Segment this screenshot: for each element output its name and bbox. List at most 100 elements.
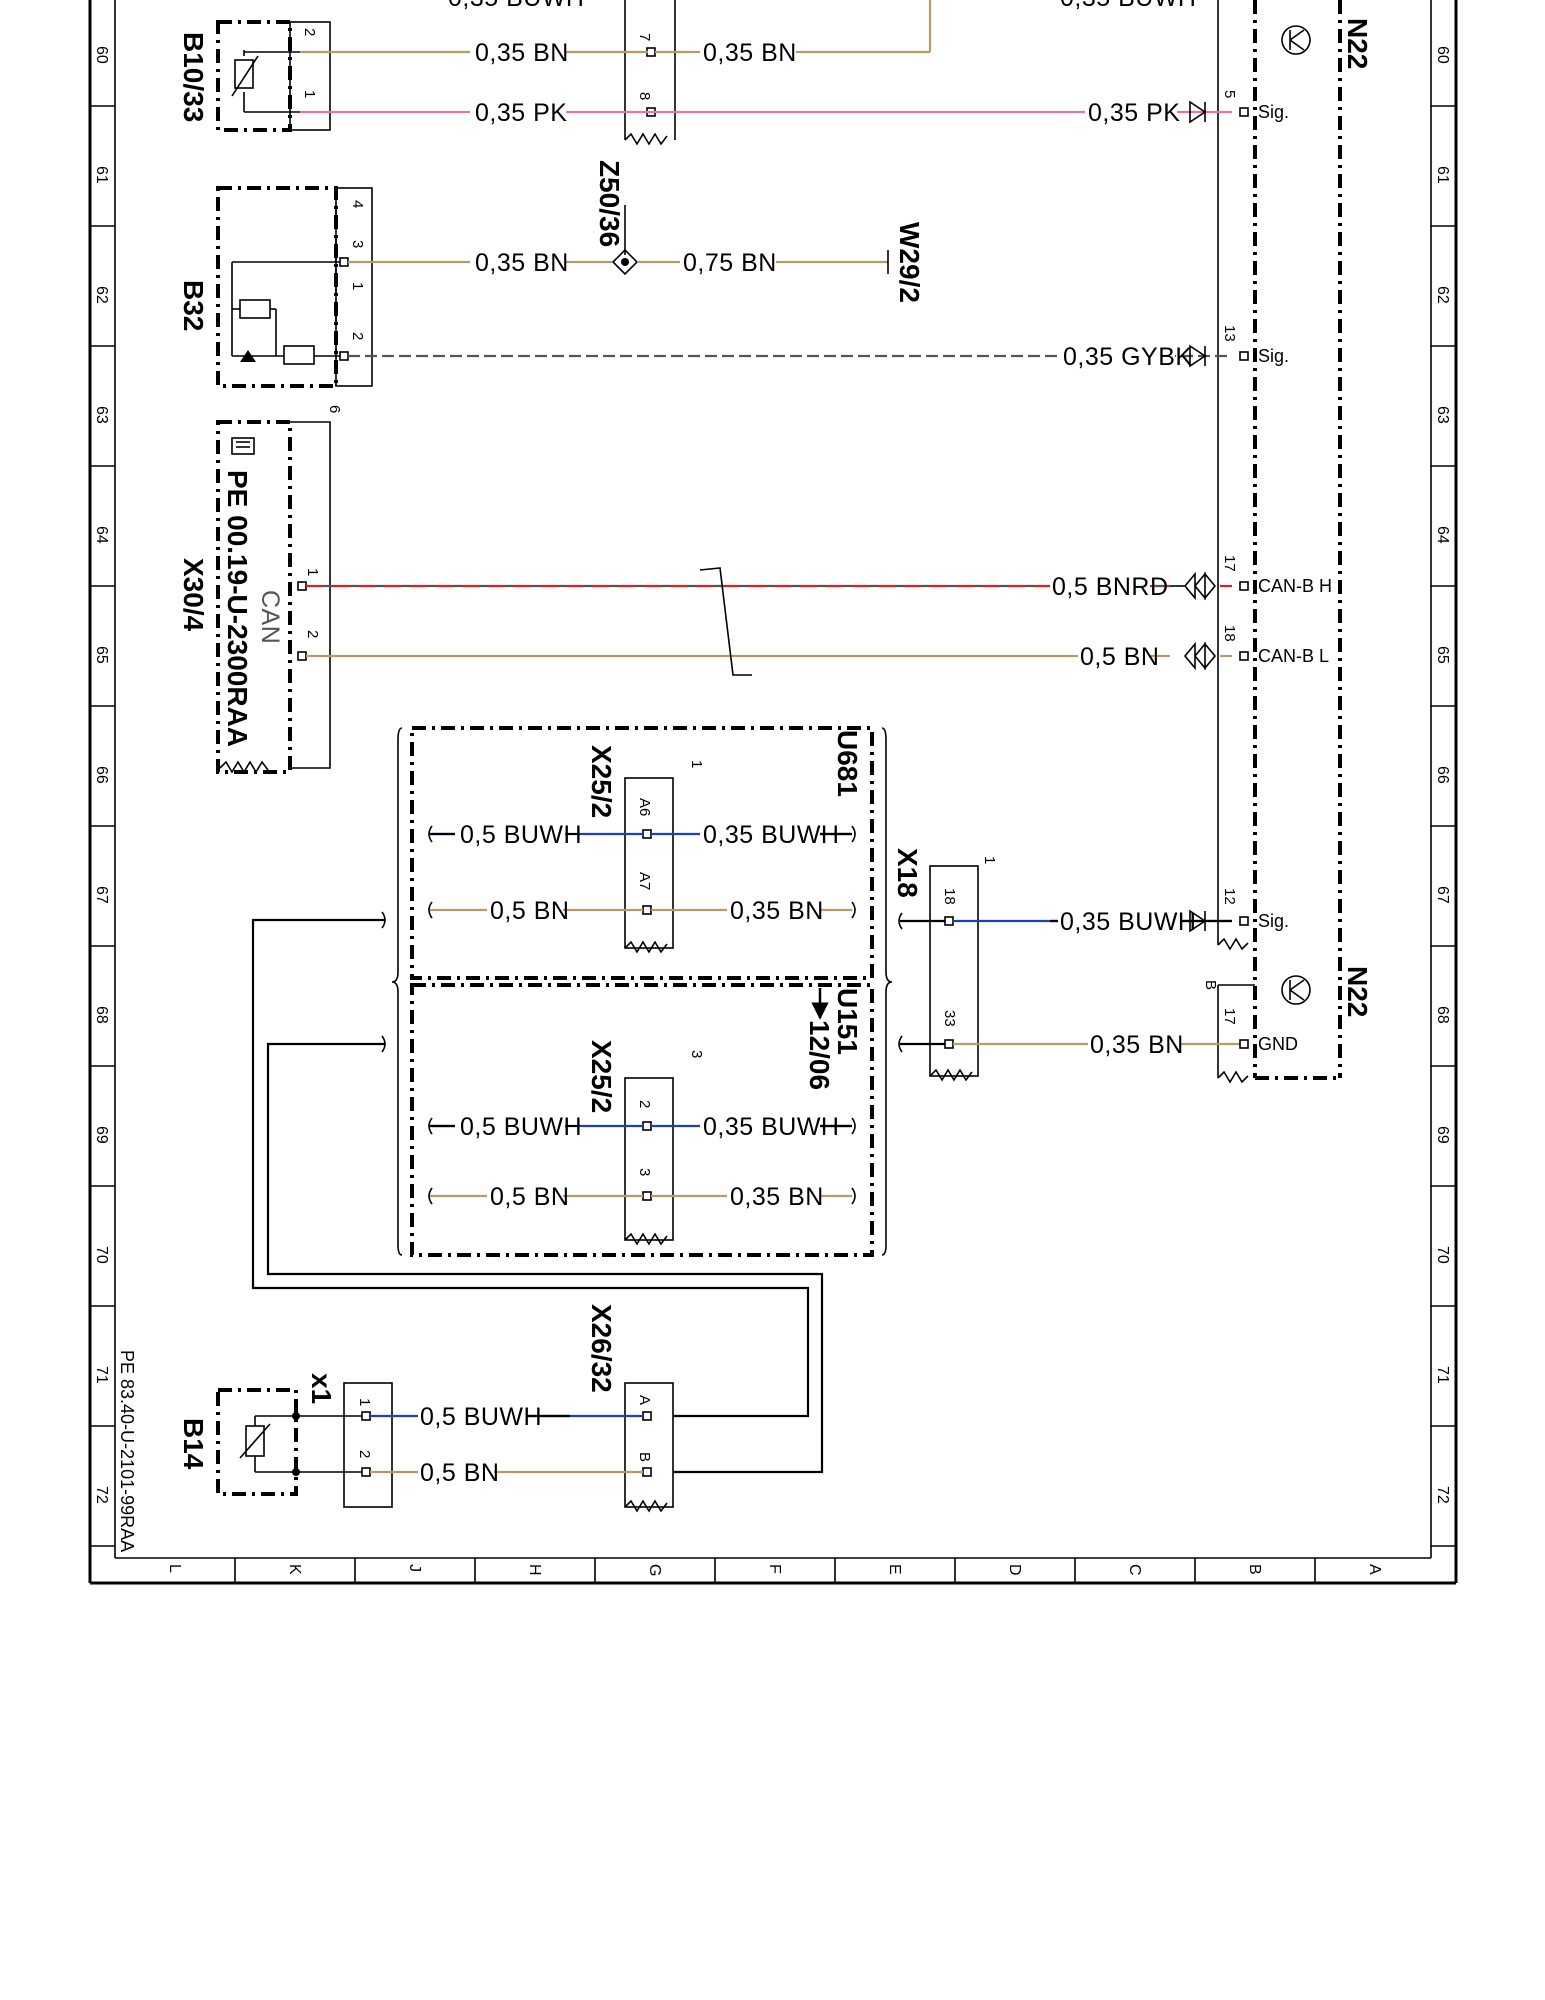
signal-label: Sig. [1258,102,1289,122]
pin-number: 1 [301,90,318,98]
component-u681: U681 [832,730,863,797]
row-number: 62 [1434,286,1451,304]
can-label: CAN [256,590,284,644]
pin-number: A6 [636,798,653,816]
column-letter: L [166,1564,183,1573]
row-number: 71 [93,1366,110,1384]
wire-label: 0,35 BUWH [1060,0,1196,12]
row-number: 66 [1434,766,1451,784]
pin-number: 2 [301,28,318,36]
row-number: 72 [1434,1486,1451,1504]
b32-sensor: 4 3 1 2 B32 [178,186,373,388]
pin-number: 1 [981,856,998,864]
signal-label: Sig. [1258,911,1289,931]
n22-module: N22 N22 B [1202,0,1373,1084]
wire-label: 0,35 PK [1088,99,1180,127]
component-n22: N22 [1342,18,1373,69]
wire-label: 0,5 BN [490,897,569,925]
column-letter: A [1366,1564,1383,1575]
x30-4-connector: 6 1 2 CAN PE 00.19-U-2300RAA X30/4 [178,405,343,774]
row-number: 72 [93,1486,110,1504]
column-letter: D [1006,1564,1023,1576]
row-numbers-left: 60 61 62 63 64 65 66 67 68 69 70 71 72 [93,46,110,1504]
pin-number: 1 [304,568,321,576]
pin-number: 13 [1221,325,1238,342]
pin-number: 18 [1221,625,1238,642]
row-number: 61 [93,166,110,184]
wire-label: 0,35 BUWH [703,821,839,849]
drawing-frame [88,0,1458,1585]
wire-label: 0,35 BN [703,39,797,67]
transistor-icon [1281,975,1311,1005]
column-letters: L K J H G F E D C B A [166,1564,1383,1576]
wire-label: 0,35 BN [730,1183,824,1211]
component-b14: B14 [178,1418,209,1470]
x26-32-connector: X26/32 A B [586,1304,674,1513]
row-number: 64 [93,526,110,544]
row-number: 69 [1434,1126,1451,1144]
component-b10-33: B10/33 [178,32,209,122]
column-ticks [234,1558,1316,1583]
wire-label: 0,35 BUWH [703,1113,839,1141]
wire-label: 0,35 GYBK [1063,343,1193,371]
row-number: 62 [93,286,110,304]
pin-number: 12 [1221,888,1238,905]
pin-number: 2 [349,332,366,340]
component-b32: B32 [178,280,209,331]
component-x30-4: X30/4 [178,558,209,632]
x18-connector: X18 1 18 33 [892,848,998,1082]
pin-number: 3 [688,1050,705,1058]
pin-number: 3 [636,1168,653,1176]
signal-label: CAN-B L [1258,646,1329,666]
wire-label: 0,35 BUWH [448,0,584,12]
row-number: 60 [93,46,110,64]
wire-label: 0,5 BN [420,1459,499,1487]
pin-number: 3 [349,240,366,248]
component-x30-4-doc: PE 00.19-U-2300RAA [222,470,253,747]
row-number: 67 [93,886,110,904]
wire-label: 0,35 BN [475,39,569,67]
u681-u151-block: U681 U151 12/06 1 A6 A7 X25/2 3 2 3 X25/… [391,726,893,1257]
pin-number: 2 [636,1100,653,1108]
row-number: 65 [1434,646,1451,664]
wire-label: 0,75 BN [683,249,777,277]
b14-sensor: x1 B14 1 2 [178,1373,393,1508]
signal-label: GND [1258,1034,1298,1054]
component-x1: x1 [306,1373,337,1404]
column-letter: C [1126,1564,1143,1576]
row-number: 70 [1434,1246,1451,1264]
column-letter: G [646,1564,663,1576]
row-number: 63 [1434,406,1451,424]
component-u151-ref: 12/06 [804,1020,835,1090]
row-numbers-right: 60 61 62 63 64 65 66 67 68 69 70 71 72 [1434,46,1451,1504]
z50-36-connector: 7 8 Z50/36 [594,0,676,255]
wire-label: 0,35 BN [475,249,569,277]
pin-number: 17 [1221,1008,1238,1025]
pin-number: 33 [941,1010,958,1027]
pin-number: B [1202,980,1219,990]
document-reference-icon [231,437,255,455]
column-letter: E [886,1564,903,1575]
routing-wires [251,911,824,1474]
row-number: 70 [93,1246,110,1264]
component-n22: N22 [1342,966,1373,1017]
wire-label: 0,35 BUWH [1060,908,1196,936]
row-number: 67 [1434,886,1451,904]
column-letter: H [526,1564,543,1576]
pin-number: A7 [636,872,653,890]
pin-number: 4 [349,200,366,208]
pin-number: 2 [304,630,321,638]
component-x26-32: X26/32 [586,1304,617,1393]
component-u151: U151 [832,988,863,1055]
wire-label: 0,35 PK [475,99,567,127]
row-ticks [90,105,1456,1547]
pin-number: 8 [636,92,653,100]
pin-number: 5 [1221,90,1238,98]
pin-number: 1 [688,760,705,768]
row-number: 68 [1434,1006,1451,1024]
row-number: 71 [1434,1366,1451,1384]
row-number: 65 [93,646,110,664]
component-x25-2: X25/2 [586,745,617,818]
wire-label: 0,5 BUWH [460,1113,582,1141]
component-x25-2: X25/2 [586,1040,617,1113]
